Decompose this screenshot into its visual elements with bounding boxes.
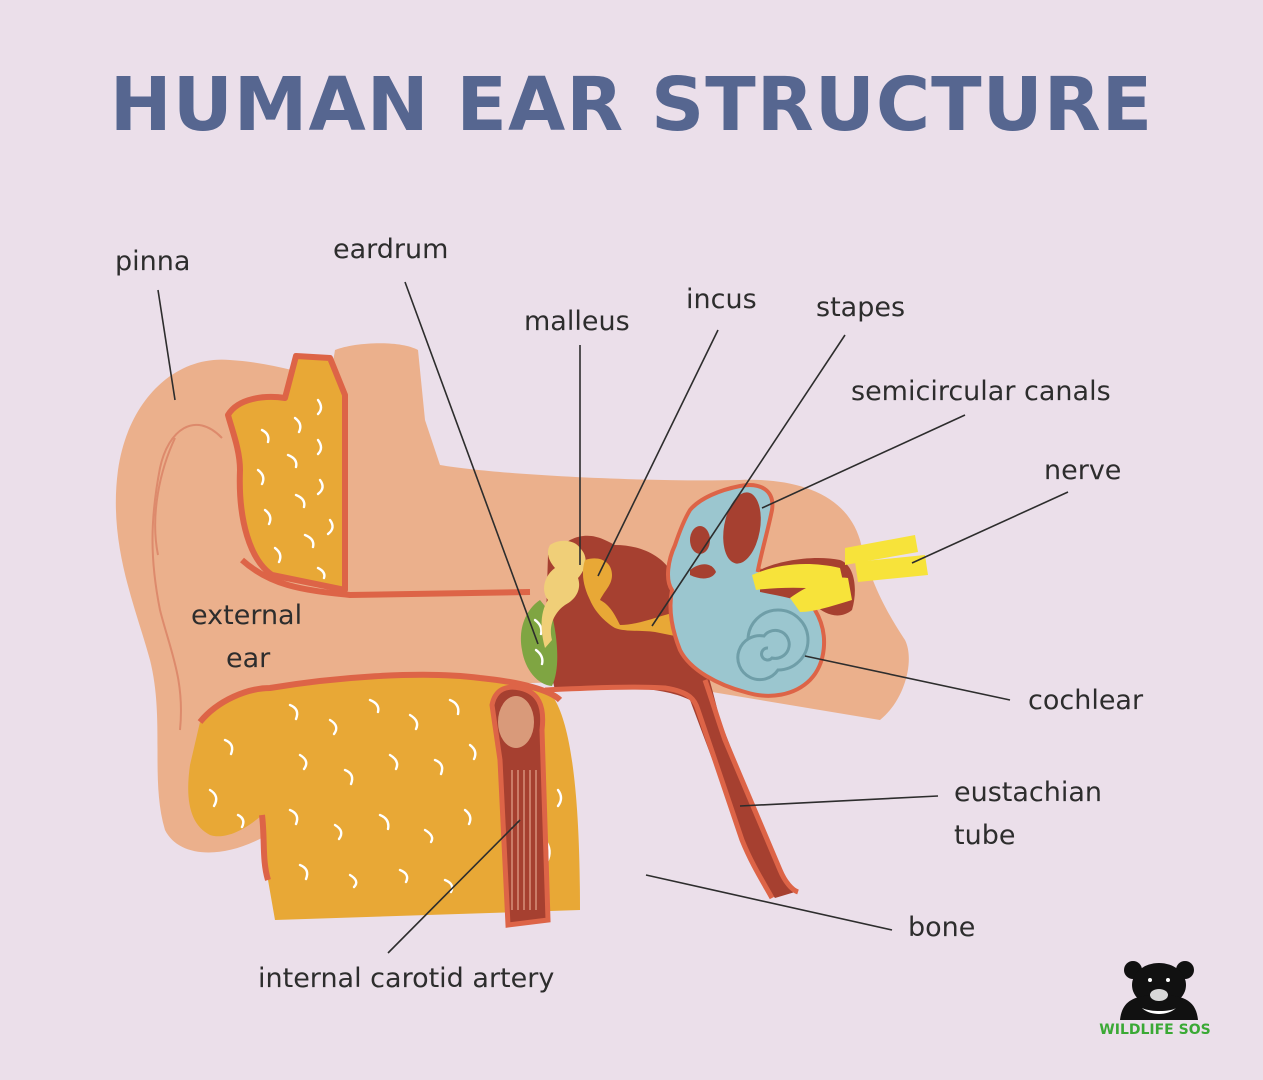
page-title: HUMAN EAR STRUCTURE [109,62,1154,148]
incus-leader [597,329,719,577]
pinna-leader [157,289,176,401]
label-nerve: nerve [1044,455,1121,486]
nerve-shape [752,535,928,616]
stapes-leader [651,334,846,627]
label-incus: incus [686,284,757,315]
cochlear-leader [804,655,1011,701]
label-pinna: pinna [115,246,190,277]
ossicles [541,540,697,648]
label-eardrum: eardrum [333,234,448,265]
inner-ear [666,483,827,698]
label-external-ear-line2: ear [226,643,271,674]
label-semicircular-canals: semicircular canals [851,376,1111,407]
semicircular-canals-leader [761,414,966,509]
label-eustachian-tube-line1: eustachian [954,777,1102,808]
wildlife-sos-logo: WILDLIFE SOS [1099,961,1211,1038]
label-external-ear-line1: external [191,600,302,631]
label-cochlear: cochlear [1028,685,1144,716]
eardrum-leader [404,281,539,645]
logo-text: WILDLIFE SOS [1099,1022,1210,1038]
label-malleus: malleus [524,306,630,337]
label-internal-carotid-artery: internal carotid artery [258,963,554,994]
carotid-artery-leader [387,819,521,954]
label-stapes: stapes [816,292,905,323]
bear-icon [1120,961,1198,1020]
upper-bone [225,353,348,593]
eustachian-tube-leader [739,795,939,807]
ear-canal-upper-wall [240,557,531,599]
label-eustachian-tube-line2: tube [954,820,1015,851]
bone-leader [645,874,893,931]
label-bone: bone [908,912,975,943]
nerve-leader [911,491,1069,564]
carotid-artery [489,684,551,928]
